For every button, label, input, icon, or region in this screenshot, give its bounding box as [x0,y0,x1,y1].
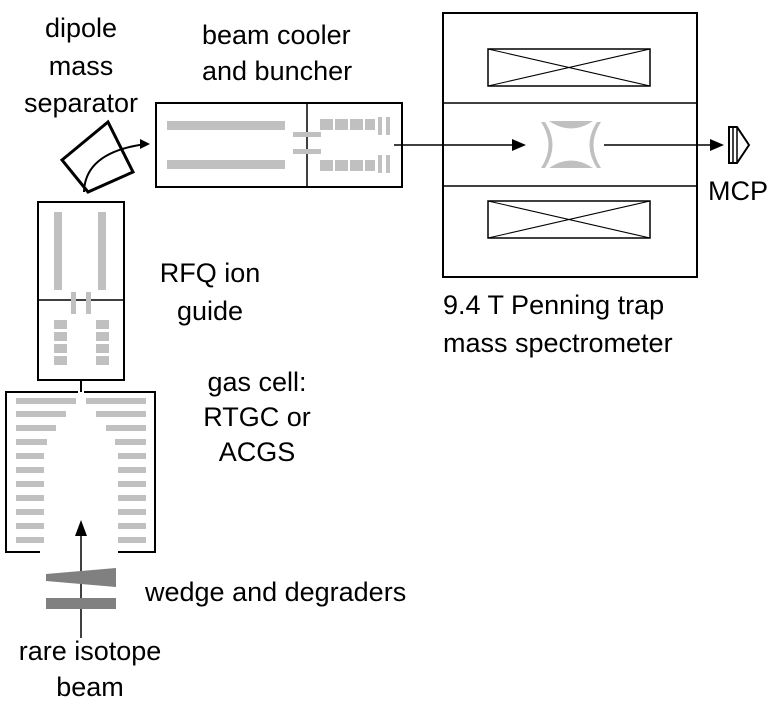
magnet-coil-top [487,48,651,87]
penning-label-line2: mass spectrometer [443,328,673,358]
cooler-label-line1: beam cooler [202,20,351,50]
gas-cell [5,391,156,554]
gas-cell-label-line1: gas cell: [207,367,307,397]
wedge-label: wedge and degraders [145,577,407,607]
dipole-label-line3: separator [23,88,139,118]
rfq-label-line2: guide [176,296,244,326]
dipole-label-line1: dipole [44,13,118,43]
mcp-detector [728,126,751,164]
rfq-ion-guide [37,201,125,392]
arrowhead-to-trap [512,139,526,151]
penning-label-line1: 9.4 T Penning trap [443,290,665,320]
trap-electrodes [541,121,601,168]
wedge-and-degraders [46,568,116,609]
gas-cell-label-line2: RTGC or [203,402,311,432]
arrowhead-to-mcp [710,139,724,151]
beam-cooler-buncher [155,102,403,188]
wedge [46,568,116,587]
beam-label-line2: beam [56,672,124,702]
dipole-magnet [59,119,150,194]
dipole-arrowhead [140,139,150,149]
cooler-electrodes [167,117,390,173]
gas-cell-label-line3: ACGS [218,437,296,467]
gas-cell-electrodes [16,398,146,543]
beam-label-line1: rare isotope [18,636,162,666]
cooler-label-line2: and buncher [202,56,353,86]
penning-trap [442,12,698,278]
dipole-label-line2: mass [48,51,114,81]
mcp-label: MCP [708,176,768,206]
rfq-electrodes [54,212,109,365]
magnet-coil-bottom [487,200,651,239]
arrowhead-beam-in [75,520,87,536]
beam-path [75,139,724,638]
degrader [46,598,116,609]
rfq-label-line1: RFQ ion [159,258,261,288]
